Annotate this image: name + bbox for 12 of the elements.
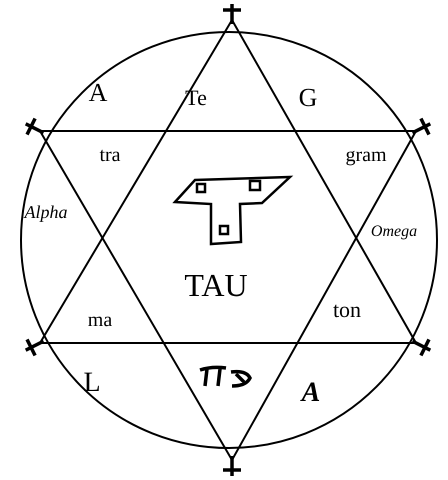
inscription-text: tra — [99, 145, 121, 165]
inscription-text: A — [88, 80, 108, 106]
inscription-text: Omega — [370, 224, 418, 240]
inscription-text: G — [298, 85, 318, 111]
inscription-text: A — [302, 379, 320, 407]
inscription-text: L — [83, 369, 101, 397]
inscription-text: Te — [185, 87, 207, 109]
inscription-text: gram — [345, 145, 387, 165]
inscription-text: ton — [332, 299, 362, 321]
inscription-text: TAU — [184, 269, 248, 301]
inscription-text: ma — [88, 310, 112, 330]
inscription-text: Alpha — [24, 203, 68, 221]
